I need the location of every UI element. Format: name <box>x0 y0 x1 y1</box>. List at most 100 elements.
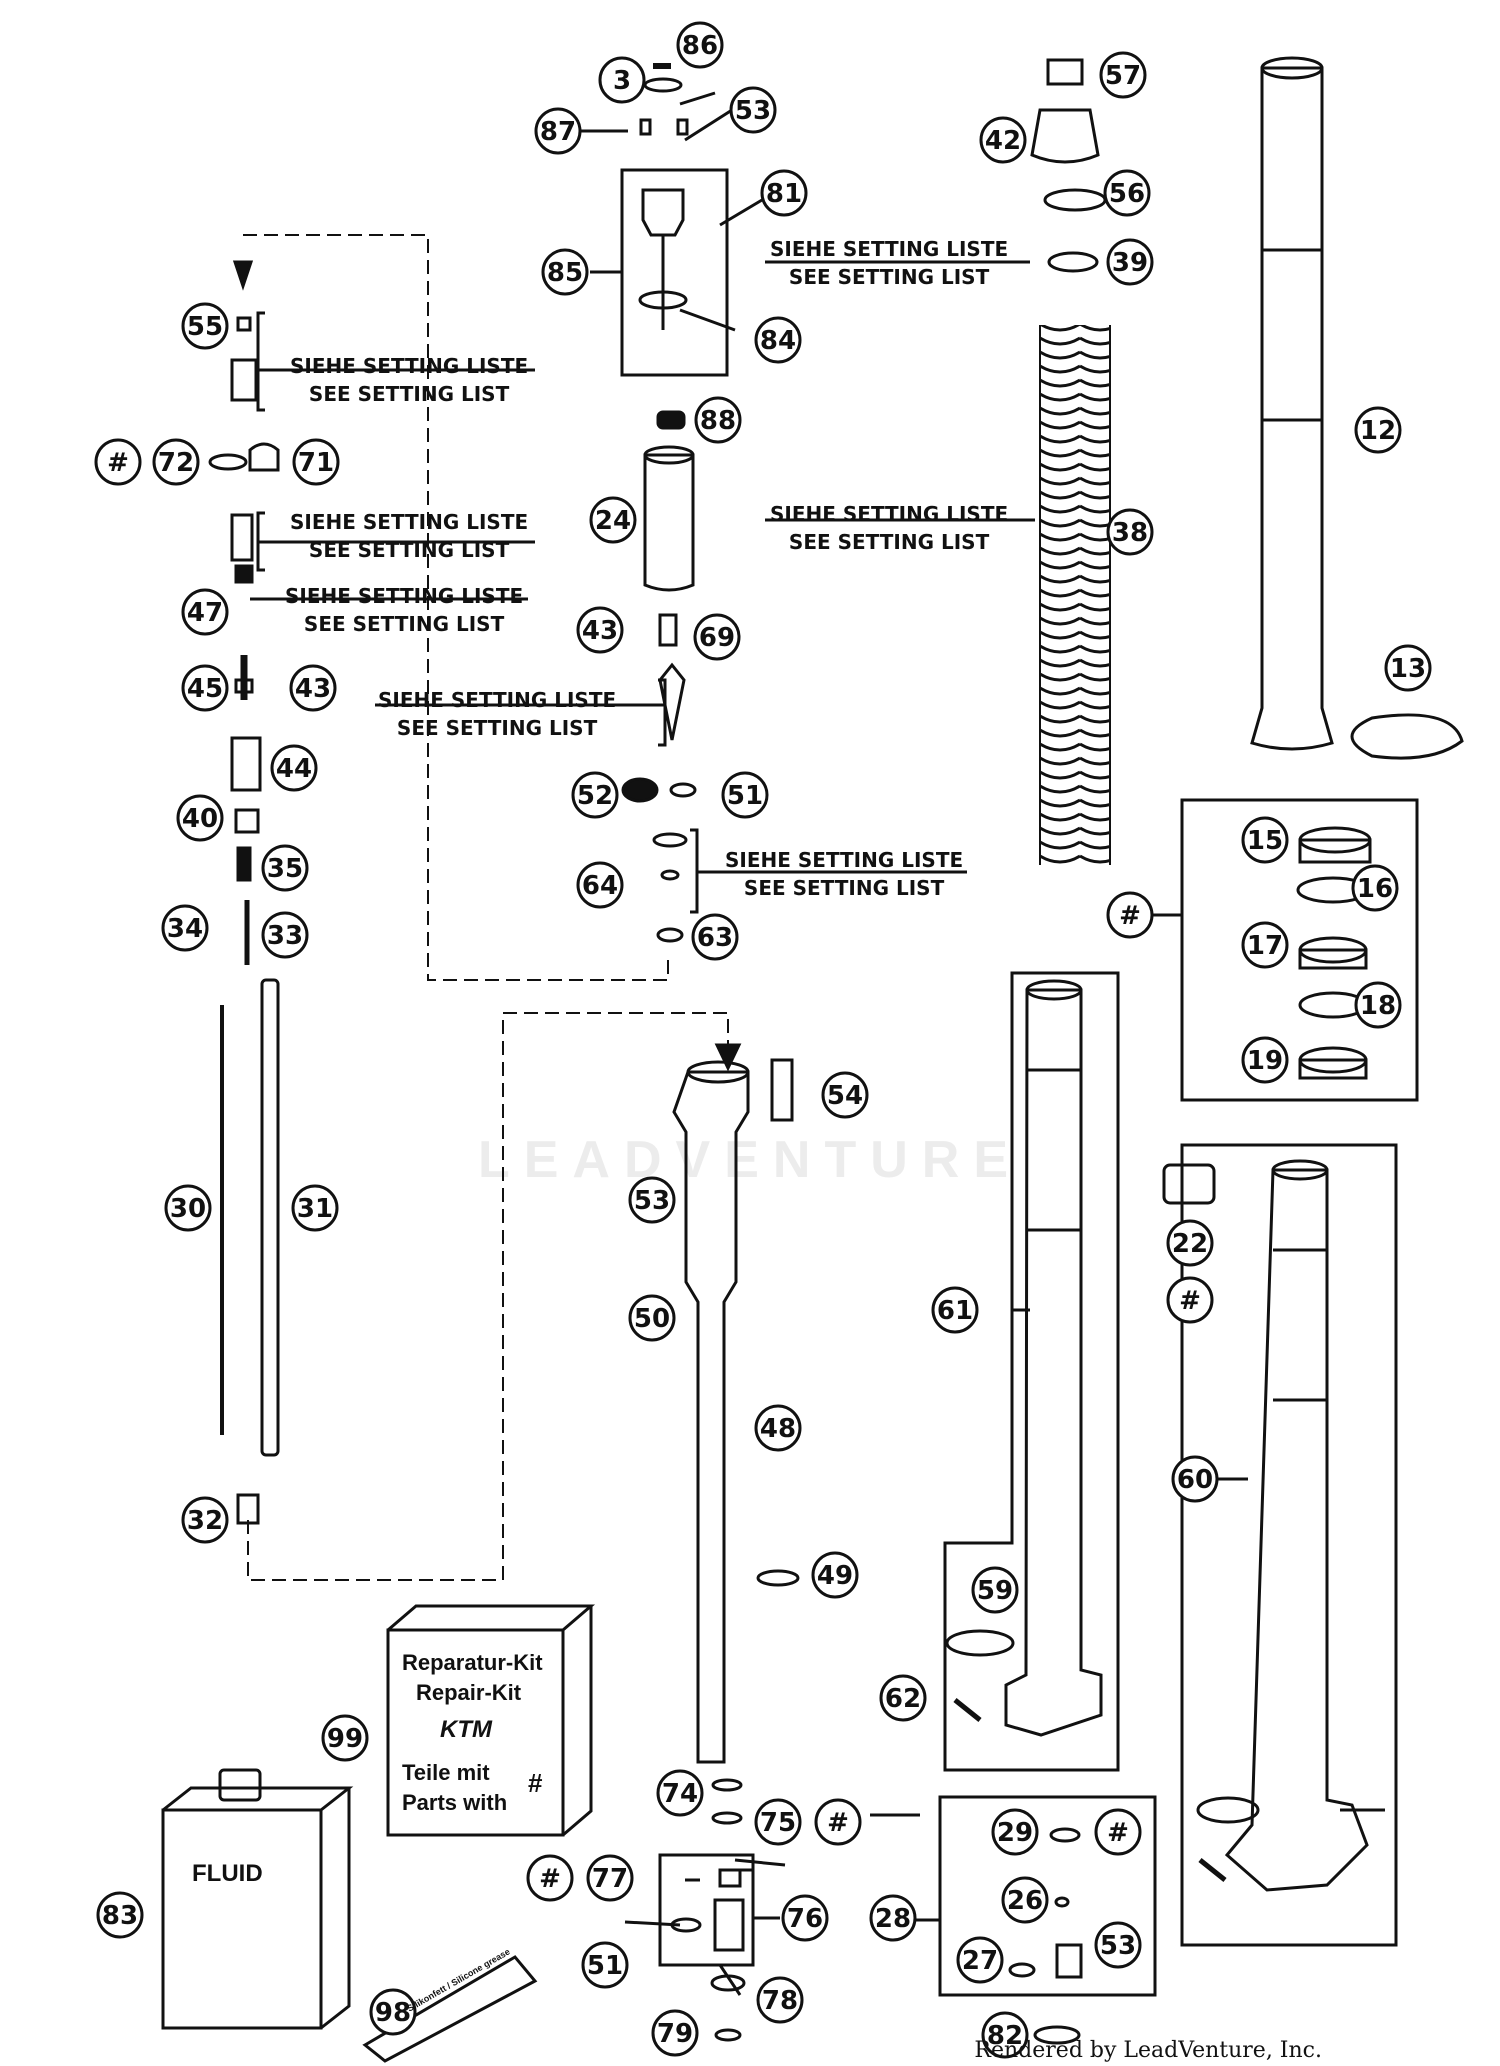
svg-text:47: 47 <box>187 598 223 628</box>
credit: Rendered by LeadVenture, Inc. <box>974 2038 1322 2063</box>
part-44 <box>230 736 262 792</box>
svg-text:64: 64 <box>582 871 618 901</box>
svg-text:33: 33 <box>267 921 303 951</box>
svg-text:35: 35 <box>267 854 303 884</box>
svg-text:43: 43 <box>295 674 331 704</box>
svg-text:49: 49 <box>817 1561 853 1591</box>
svg-text:24: 24 <box>595 506 631 536</box>
svg-text:38: 38 <box>1112 518 1148 548</box>
svg-text:86: 86 <box>682 31 718 61</box>
svg-text:53: 53 <box>634 1186 670 1216</box>
watermark: LEADVENTURE <box>477 1131 1023 1189</box>
note-de: SIEHE SETTING LISTE <box>725 848 964 872</box>
svg-text:12: 12 <box>1360 416 1396 446</box>
setting-note: SIEHE SETTING LISTE SEE SETTING LIST <box>290 352 528 408</box>
svg-text:84: 84 <box>760 326 796 356</box>
part-38 <box>1040 325 1110 865</box>
svg-text:#: # <box>827 1808 849 1838</box>
svg-text:53: 53 <box>735 96 771 126</box>
svg-text:54: 54 <box>827 1081 863 1111</box>
setting-note: SIEHE SETTING LISTE SEE SETTING LIST <box>378 686 616 742</box>
frame-60 <box>1180 1143 1398 1947</box>
svg-text:48: 48 <box>760 1414 796 1444</box>
repair-kit-line2: Repair-Kit <box>416 1680 522 1705</box>
repair-kit-line4: Parts with <box>402 1790 508 1815</box>
svg-text:19: 19 <box>1247 1046 1283 1076</box>
svg-text:29: 29 <box>997 1818 1033 1848</box>
svg-text:69: 69 <box>699 623 735 653</box>
arrow-down-center <box>714 1043 742 1072</box>
svg-text:27: 27 <box>962 1946 998 1976</box>
svg-text:79: 79 <box>657 2019 693 2049</box>
part-47 <box>234 564 254 584</box>
part-22 <box>1162 1163 1216 1205</box>
svg-text:45: 45 <box>187 674 223 704</box>
svg-text:63: 63 <box>697 923 733 953</box>
setting-note: SIEHE SETTING LISTE SEE SETTING LIST <box>770 500 1008 556</box>
svg-text:40: 40 <box>182 804 218 834</box>
svg-text:34: 34 <box>167 914 203 944</box>
svg-text:31: 31 <box>297 1194 333 1224</box>
svg-text:56: 56 <box>1109 179 1145 209</box>
svg-text:71: 71 <box>298 448 334 478</box>
svg-text:51: 51 <box>727 781 763 811</box>
svg-text:28: 28 <box>875 1904 911 1934</box>
ktm-logo: KTM <box>440 1716 492 1743</box>
part-88 <box>656 410 686 430</box>
svg-text:13: 13 <box>1390 654 1426 684</box>
part-32 <box>236 1493 260 1525</box>
part-48 <box>672 1070 750 1764</box>
svg-text:42: 42 <box>985 126 1021 156</box>
note-en: SEE SETTING LIST <box>788 265 990 289</box>
svg-text:18: 18 <box>1360 991 1396 1021</box>
note-en: SEE SETTING LIST <box>308 538 510 562</box>
grease-tube <box>362 1955 538 2063</box>
svg-text:61: 61 <box>937 1296 973 1326</box>
dashed-line-lower <box>247 1012 729 1581</box>
svg-text:57: 57 <box>1105 61 1141 91</box>
svg-text:39: 39 <box>1112 248 1148 278</box>
svg-text:83: 83 <box>102 1901 138 1931</box>
arrow-down-left <box>232 260 254 291</box>
svg-text:72: 72 <box>158 448 194 478</box>
svg-text:60: 60 <box>1177 1465 1213 1495</box>
svg-text:#: # <box>107 448 129 478</box>
svg-text:76: 76 <box>787 1904 823 1934</box>
setting-note: SIEHE SETTING LISTE SEE SETTING LIST <box>285 582 523 638</box>
svg-text:43: 43 <box>582 616 618 646</box>
repair-kit-line3: Teile mit <box>402 1760 490 1785</box>
note-de: SIEHE SETTING LISTE <box>378 688 617 712</box>
frame-76 <box>658 1853 755 1967</box>
note-en: SEE SETTING LIST <box>308 382 510 406</box>
part-85-cap <box>641 188 685 237</box>
frame-61 <box>943 971 1120 1772</box>
svg-text:81: 81 <box>766 179 802 209</box>
svg-text:51: 51 <box>587 1951 623 1981</box>
note-en: SEE SETTING LIST <box>303 612 505 636</box>
svg-text:#: # <box>1107 1818 1129 1848</box>
svg-text:88: 88 <box>700 406 736 436</box>
note-en: SEE SETTING LIST <box>788 530 990 554</box>
svg-text:77: 77 <box>592 1864 628 1894</box>
fluid-label: FLUID <box>192 1860 263 1887</box>
note-de: SIEHE SETTING LISTE <box>770 237 1009 261</box>
svg-text:50: 50 <box>634 1304 670 1334</box>
part-12 <box>1250 66 1334 751</box>
part-61 <box>1004 988 1103 1737</box>
svg-text:17: 17 <box>1247 931 1283 961</box>
svg-text:87: 87 <box>540 117 576 147</box>
svg-text:74: 74 <box>662 1779 698 1809</box>
svg-text:75: 75 <box>760 1808 796 1838</box>
part-13 <box>1350 713 1464 760</box>
frame-seals <box>1180 798 1419 1102</box>
part-55 <box>236 316 252 332</box>
note-de: SIEHE SETTING LISTE <box>290 354 529 378</box>
svg-text:16: 16 <box>1357 874 1393 904</box>
dashed-line-left <box>243 234 669 981</box>
svg-text:55: 55 <box>187 312 223 342</box>
note-de: SIEHE SETTING LISTE <box>770 502 1009 526</box>
svg-text:52: 52 <box>577 781 613 811</box>
svg-text:99: 99 <box>327 1724 363 1754</box>
